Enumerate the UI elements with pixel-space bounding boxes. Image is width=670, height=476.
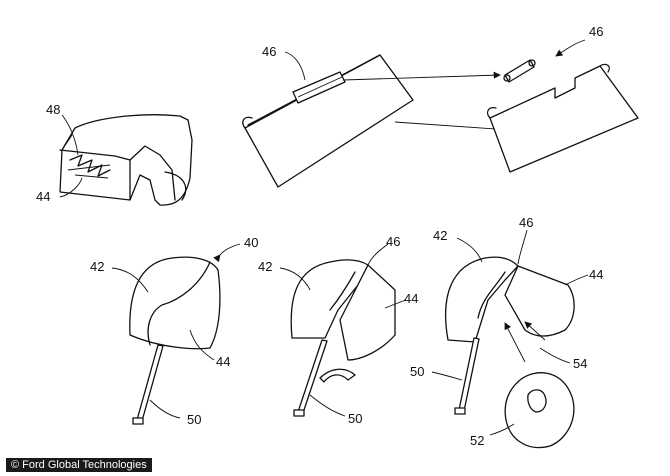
headrest-fig-2 <box>290 259 396 417</box>
ref-44-fig2: 44 <box>404 291 418 306</box>
headrest-fig-1 <box>129 256 221 425</box>
seat-back-assembly <box>59 114 193 206</box>
ref-50-fig2: 50 <box>348 411 362 426</box>
arrow-panel <box>394 121 511 134</box>
ref-42-fig3: 42 <box>433 228 447 243</box>
ref-50-fig1: 50 <box>187 412 201 427</box>
ref-44-seat: 44 <box>36 189 50 204</box>
ref-46-pin: 46 <box>589 24 603 39</box>
ref-50-fig3: 50 <box>410 364 424 379</box>
ref-46-panel: 46 <box>262 44 276 59</box>
ref-46-fig2: 46 <box>386 234 400 249</box>
ref-44-fig1: 44 <box>216 354 230 369</box>
hinged-panel-assembled <box>242 54 414 188</box>
neck-pillow <box>504 372 575 449</box>
arrow-hinge-pin <box>342 71 501 81</box>
ref-40: 40 <box>244 235 258 250</box>
copyright-credit: © Ford Global Technologies <box>6 458 152 472</box>
headrest-fig-3 <box>444 256 575 415</box>
ref-54: 54 <box>573 356 587 371</box>
ref-46-fig3: 46 <box>519 215 533 230</box>
panel-exploded <box>486 63 639 173</box>
ref-48: 48 <box>46 102 60 117</box>
hinge-pin-part <box>503 59 536 83</box>
ref-42-fig1: 42 <box>90 259 104 274</box>
ref-44-fig3: 44 <box>589 267 603 282</box>
ref-52: 52 <box>470 433 484 448</box>
ref-42-fig2: 42 <box>258 259 272 274</box>
